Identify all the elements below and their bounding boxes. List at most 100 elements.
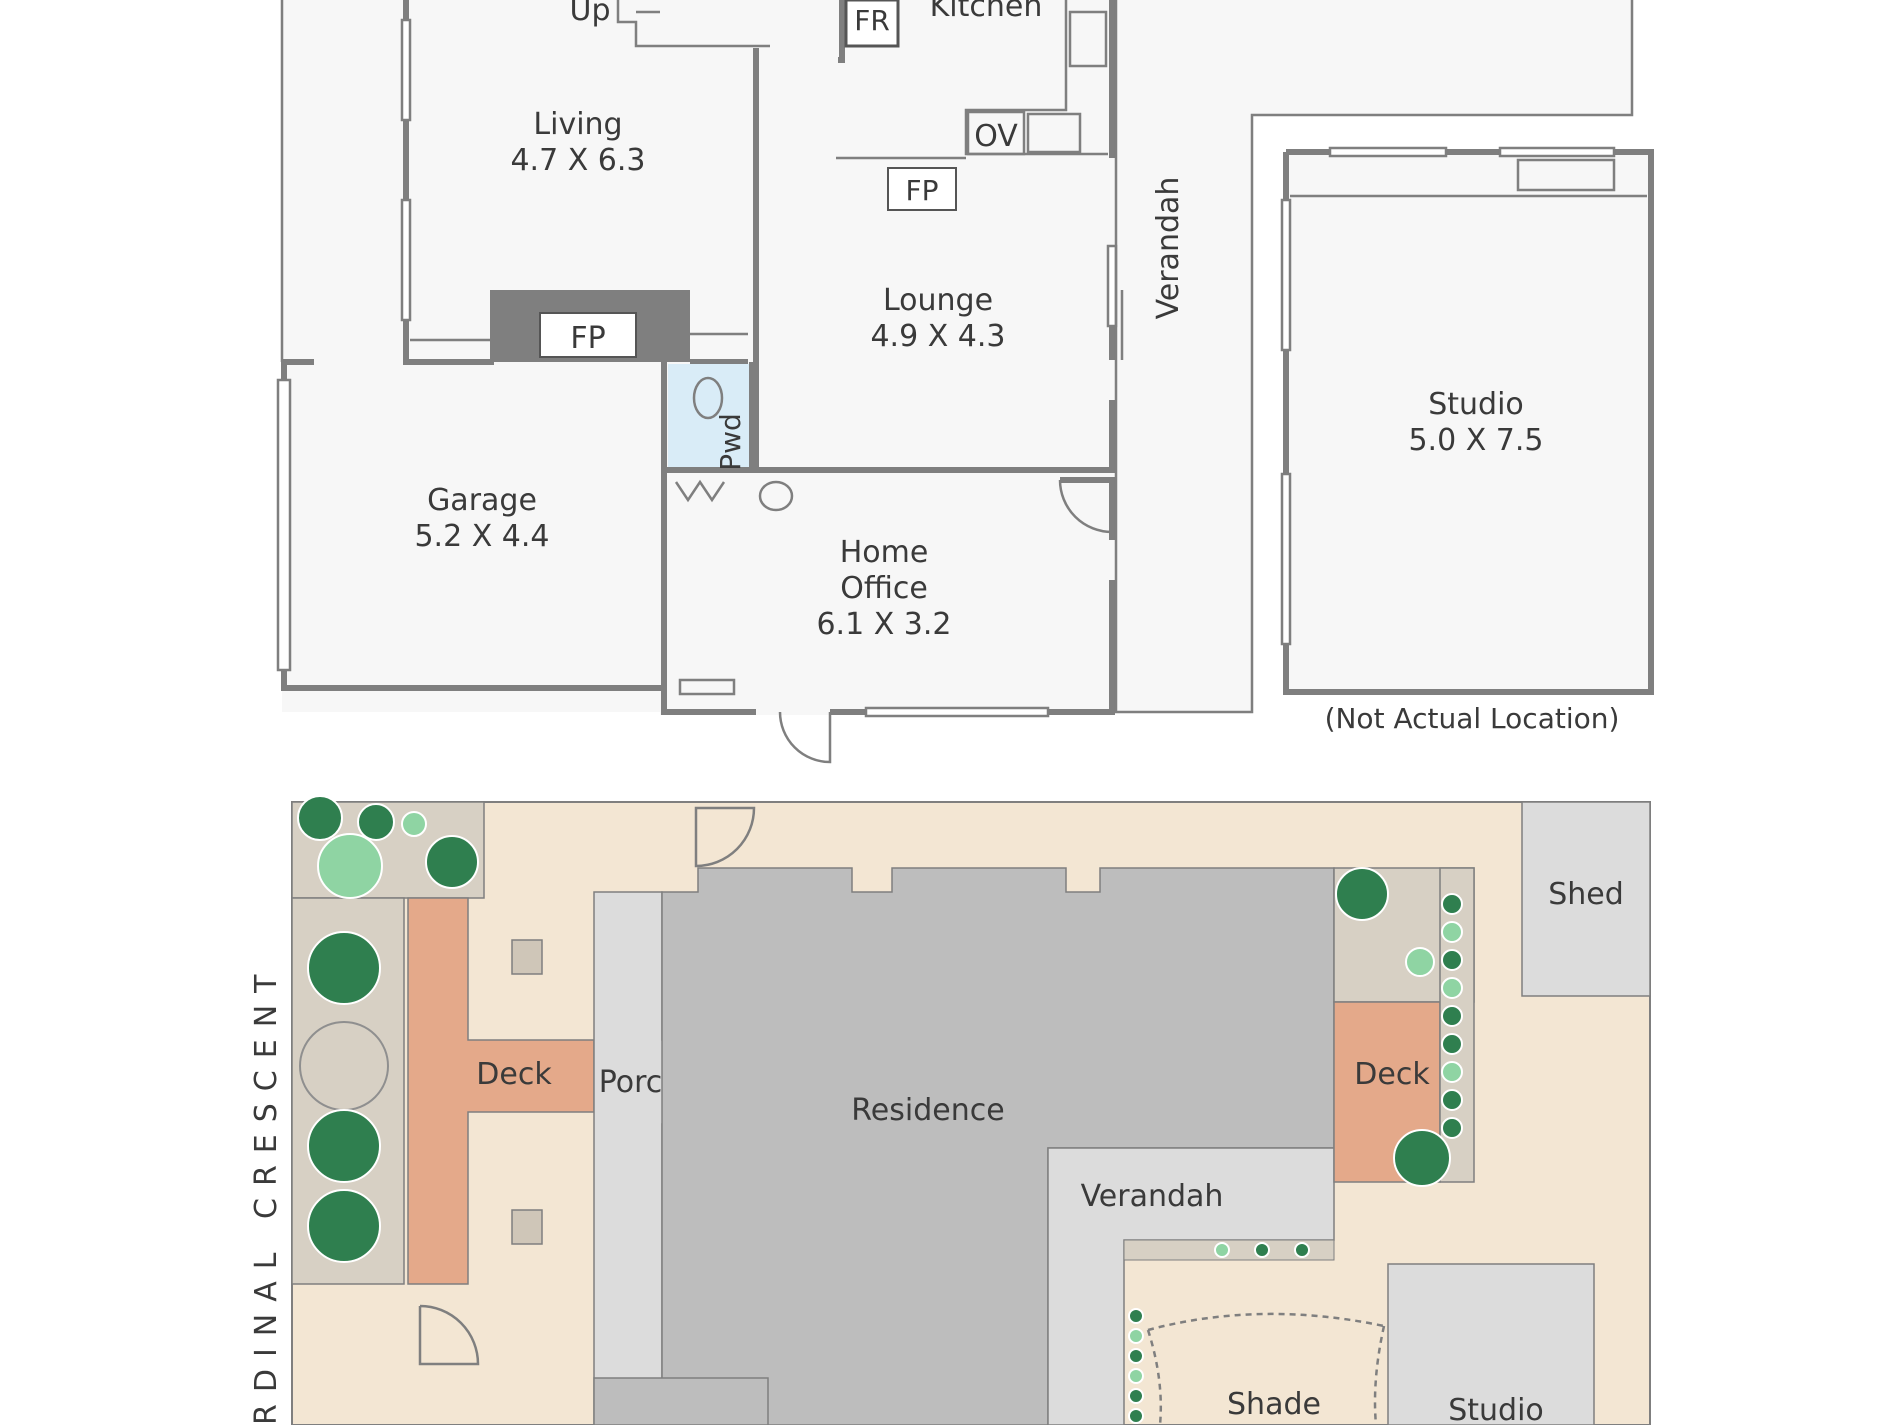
shrub xyxy=(1441,1005,1463,1027)
shrub xyxy=(1128,1368,1144,1384)
tree xyxy=(297,795,343,841)
tree xyxy=(1393,1129,1451,1187)
office-bench xyxy=(678,678,736,696)
garage-window xyxy=(276,378,292,672)
gate-left xyxy=(418,1304,480,1366)
kitchen-label: Kitchen xyxy=(930,0,1043,24)
shrub xyxy=(1441,949,1463,971)
living-right-wall xyxy=(753,48,1115,473)
shed-shape xyxy=(1521,801,1651,997)
shade-label: Shade xyxy=(1227,1387,1321,1422)
studio-door-2 xyxy=(1280,472,1292,646)
living-sill xyxy=(410,332,748,342)
lounge-label: Lounge xyxy=(883,283,993,318)
studio-sink xyxy=(1516,158,1616,192)
shrub xyxy=(1441,977,1463,999)
shrub xyxy=(1128,1348,1144,1364)
stairs xyxy=(616,0,770,48)
cooktop xyxy=(1026,112,1082,154)
shrub xyxy=(1441,893,1463,915)
up-label: Up xyxy=(569,0,610,28)
shed-label: Shed xyxy=(1548,877,1624,912)
shrub xyxy=(1441,1117,1463,1139)
paver-1 xyxy=(511,939,543,975)
tree xyxy=(357,803,395,841)
studio-note: (Not Actual Location) xyxy=(1325,702,1620,735)
oven xyxy=(966,110,1026,156)
shrub xyxy=(1128,1328,1144,1344)
lounge-dims: 4.9 X 4.3 xyxy=(870,319,1005,354)
fireplace-lounge-label: FP xyxy=(906,174,939,207)
sink xyxy=(1068,10,1108,68)
shade-sail xyxy=(1146,1312,1386,1425)
studio-window-2 xyxy=(1498,146,1616,158)
shrub xyxy=(1441,921,1463,943)
site-plan: Deck Porch Residence Verandah Deck Shed … xyxy=(249,795,1651,1425)
paver-2 xyxy=(511,1209,543,1245)
tree xyxy=(1335,867,1389,921)
verandah-outline xyxy=(1114,0,1634,714)
living-window-1 xyxy=(400,18,412,122)
home-office-label-2: Office xyxy=(840,571,928,606)
kitchen-wall xyxy=(838,0,845,63)
fireplace-living-label: FP xyxy=(570,321,605,356)
shrub xyxy=(1441,1033,1463,1055)
tree xyxy=(401,811,427,837)
front-door-swing xyxy=(778,711,832,764)
shrub xyxy=(1441,1089,1463,1111)
trees xyxy=(297,795,1451,1263)
home-office-label: Home xyxy=(840,535,929,570)
studio-site-shape xyxy=(1387,1263,1595,1425)
shrub xyxy=(1294,1242,1310,1258)
tree xyxy=(317,833,383,899)
shrub xyxy=(1128,1408,1144,1424)
living-label: Living xyxy=(533,107,622,142)
home-office-dims: 6.1 X 3.2 xyxy=(816,607,951,642)
studio-door-1 xyxy=(1280,198,1292,352)
garage-label: Garage xyxy=(427,483,537,518)
fridge-label: FR xyxy=(854,4,890,37)
shrub xyxy=(1254,1242,1270,1258)
studio-window-1 xyxy=(1328,146,1448,158)
fridge xyxy=(844,0,900,48)
powder-room-label: Pwd xyxy=(714,413,747,471)
verandah-label: Verandah xyxy=(1151,177,1186,320)
powder-room-wall xyxy=(661,362,755,473)
house-floor xyxy=(282,0,1632,715)
toilet xyxy=(692,376,724,420)
hedge-right xyxy=(1441,893,1463,1139)
studio-dims: 5.0 X 7.5 xyxy=(1408,423,1543,458)
residence-label: Residence xyxy=(851,1093,1004,1128)
studio-label: Studio xyxy=(1428,387,1524,422)
deck-right-label: Deck xyxy=(1354,1057,1430,1092)
tree xyxy=(307,1109,381,1183)
office-door-swing xyxy=(1058,479,1113,534)
living-window-2 xyxy=(400,198,412,322)
street-label: RDINAL CRESCENT xyxy=(249,963,284,1425)
shrub xyxy=(1214,1242,1230,1258)
office-window xyxy=(864,706,1050,718)
verandah-site-label: Verandah xyxy=(1081,1179,1224,1214)
hedge-shade xyxy=(1128,1242,1310,1424)
bifold-door xyxy=(674,479,726,503)
office-basin xyxy=(758,480,794,512)
tree xyxy=(425,835,479,889)
garage-dims: 5.2 X 4.4 xyxy=(414,519,549,554)
floor-plan: FP FR OV FP Pwd xyxy=(276,0,1654,764)
tree xyxy=(307,931,381,1005)
residence-lower-block xyxy=(593,1377,769,1425)
shrub xyxy=(1128,1308,1144,1324)
studio-site-label: Studio xyxy=(1448,1393,1544,1425)
shrub xyxy=(1128,1388,1144,1404)
tree xyxy=(307,1189,381,1263)
gate-top xyxy=(694,806,756,868)
living-dims: 4.7 X 6.3 xyxy=(510,143,645,178)
deck-left-label: Deck xyxy=(476,1057,552,1092)
studio-floor xyxy=(1287,152,1651,692)
fireplace-living-box xyxy=(539,312,637,358)
tree xyxy=(1405,947,1435,977)
oven-label: OV xyxy=(974,119,1018,154)
fireplace-lounge xyxy=(887,167,957,211)
